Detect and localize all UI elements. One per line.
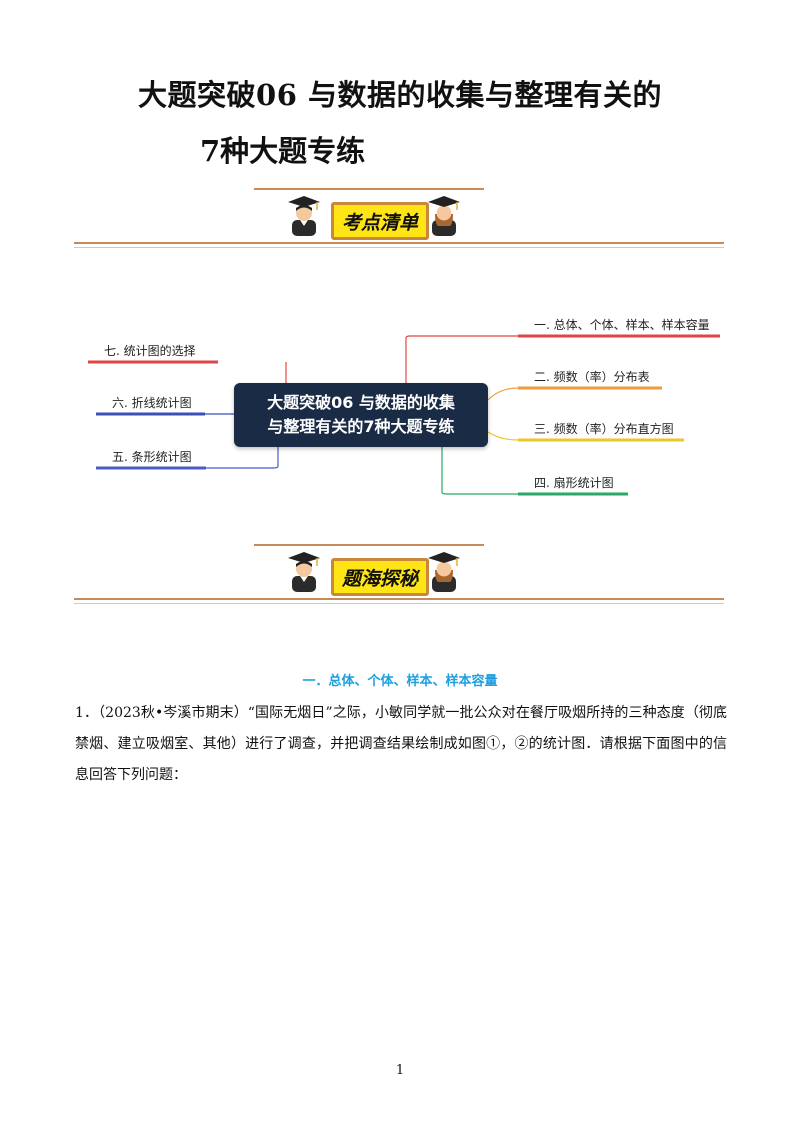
branch-label-6: 六. 折线统计图 xyxy=(112,396,192,410)
page-title-line2: 7种大题专练 xyxy=(200,134,366,168)
connector-branch-2 xyxy=(487,387,519,401)
section-heading: 一．总体、个体、样本、样本容量 xyxy=(302,674,498,689)
banner-top-rule xyxy=(254,544,484,546)
mindmap-center-node: 大题突破06 与数据的收集 与整理有关的7种大题专练 xyxy=(234,383,488,447)
banner-top-rule xyxy=(254,188,484,190)
graduate-icon xyxy=(288,196,320,236)
banner-rule-thin xyxy=(74,247,724,248)
branch-label-4: 四. 扇形统计图 xyxy=(534,476,614,490)
branch-label-7: 七. 统计图的选择 xyxy=(104,344,196,358)
section-banner-bottom: 题海探秘 xyxy=(74,544,724,604)
center-node-line2: 与整理有关的7种大题专练 xyxy=(267,417,455,436)
banner-rule xyxy=(74,598,724,600)
branch-label-5: 五. 条形统计图 xyxy=(112,450,192,464)
page-number: 1 xyxy=(395,1063,405,1078)
question-text: 1．（2023秋•岑溪市期末）“国际无烟日”之际，小敏同学就一批公众对在餐厅吸烟… xyxy=(75,705,727,783)
page-title: 大题突破06 与数据的收集与整理有关的 xyxy=(138,78,662,112)
connector-branch-3 xyxy=(487,431,519,441)
center-node-line1: 大题突破06 与数据的收集 xyxy=(267,393,455,412)
connector-branch-4 xyxy=(441,447,518,495)
branch-label-3: 三. 频数（率）分布直方图 xyxy=(534,422,674,436)
banner-rule-thin xyxy=(74,603,724,604)
graduate-girl-icon xyxy=(428,196,460,236)
connector-branch-1 xyxy=(405,335,720,383)
graduate-icon xyxy=(288,552,320,592)
banner-label-bottom: 题海探秘 xyxy=(331,558,429,596)
banner-label-top: 考点清单 xyxy=(331,202,429,240)
banner-rule xyxy=(74,242,724,244)
section-banner-top: 考点清单 xyxy=(74,188,724,248)
connector-branch-5 xyxy=(206,447,279,469)
branch-label-2: 二. 频数（率）分布表 xyxy=(534,370,650,384)
graduate-girl-icon xyxy=(428,552,460,592)
branch-label-1: 一. 总体、个体、样本、样本容量 xyxy=(534,318,710,332)
